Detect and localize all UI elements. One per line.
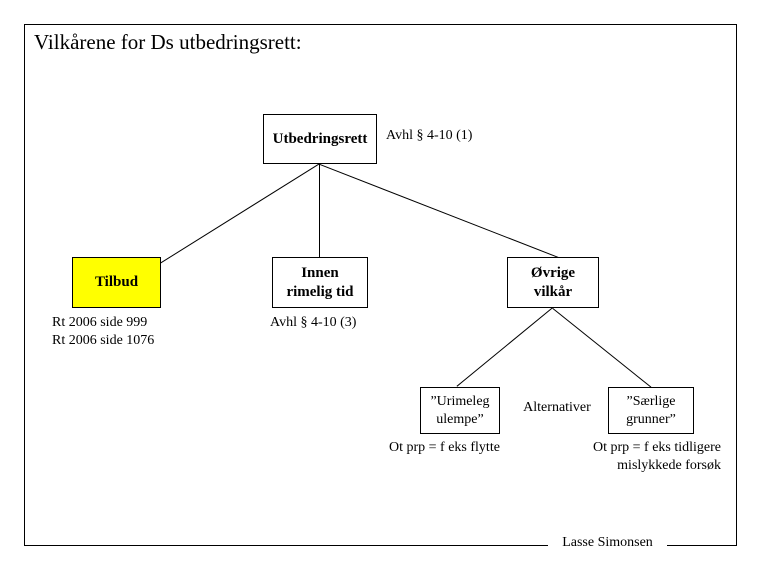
- footer-author: Lasse Simonsen: [548, 534, 667, 551]
- caption-urimeleg-ulempe-note: Ot prp = f eks flytte: [389, 440, 500, 455]
- node-urimeleg-ulempe[interactable]: ”Urimeleg ulempe”: [420, 387, 500, 434]
- edge-root-to-innen: [319, 164, 320, 257]
- caption-tilbud-note: Rt 2006 side 999 Rt 2006 side 1076: [52, 315, 155, 348]
- node-utbedringsrett-label: Utbedringsrett: [272, 130, 368, 147]
- slide-frame-bottom-right: [667, 545, 737, 546]
- page-title: Vilkårene for Ds utbedringsrett:: [34, 30, 302, 54]
- node-ovrige-vilkar[interactable]: Øvrige vilkår: [507, 257, 599, 308]
- node-urimeleg-ulempe-label: ”Urimeleg ulempe”: [430, 393, 490, 427]
- node-innen-rimelig-tid-label: Innen rimelig tid: [286, 264, 354, 300]
- node-tilbud[interactable]: Tilbud: [72, 257, 161, 308]
- node-ovrige-vilkar-label: Øvrige vilkår: [530, 264, 576, 300]
- caption-root-note: Avhl § 4-10 (1): [386, 128, 473, 143]
- node-saerlige-grunner-label: ”Særlige grunner”: [626, 393, 676, 427]
- label-alternativer: Alternativer: [523, 400, 591, 415]
- slide-frame-bottom-left: [24, 545, 548, 546]
- slide-frame: [24, 24, 737, 546]
- node-tilbud-label: Tilbud: [94, 274, 139, 290]
- node-saerlige-grunner[interactable]: ”Særlige grunner”: [608, 387, 694, 434]
- node-innen-rimelig-tid[interactable]: Innen rimelig tid: [272, 257, 368, 308]
- caption-innen-rimelig-tid-note: Avhl § 4-10 (3): [270, 315, 357, 330]
- caption-saerlige-grunner-note: Ot prp = f eks tidligere mislykkede fors…: [592, 440, 721, 473]
- node-utbedringsrett[interactable]: Utbedringsrett: [263, 114, 377, 164]
